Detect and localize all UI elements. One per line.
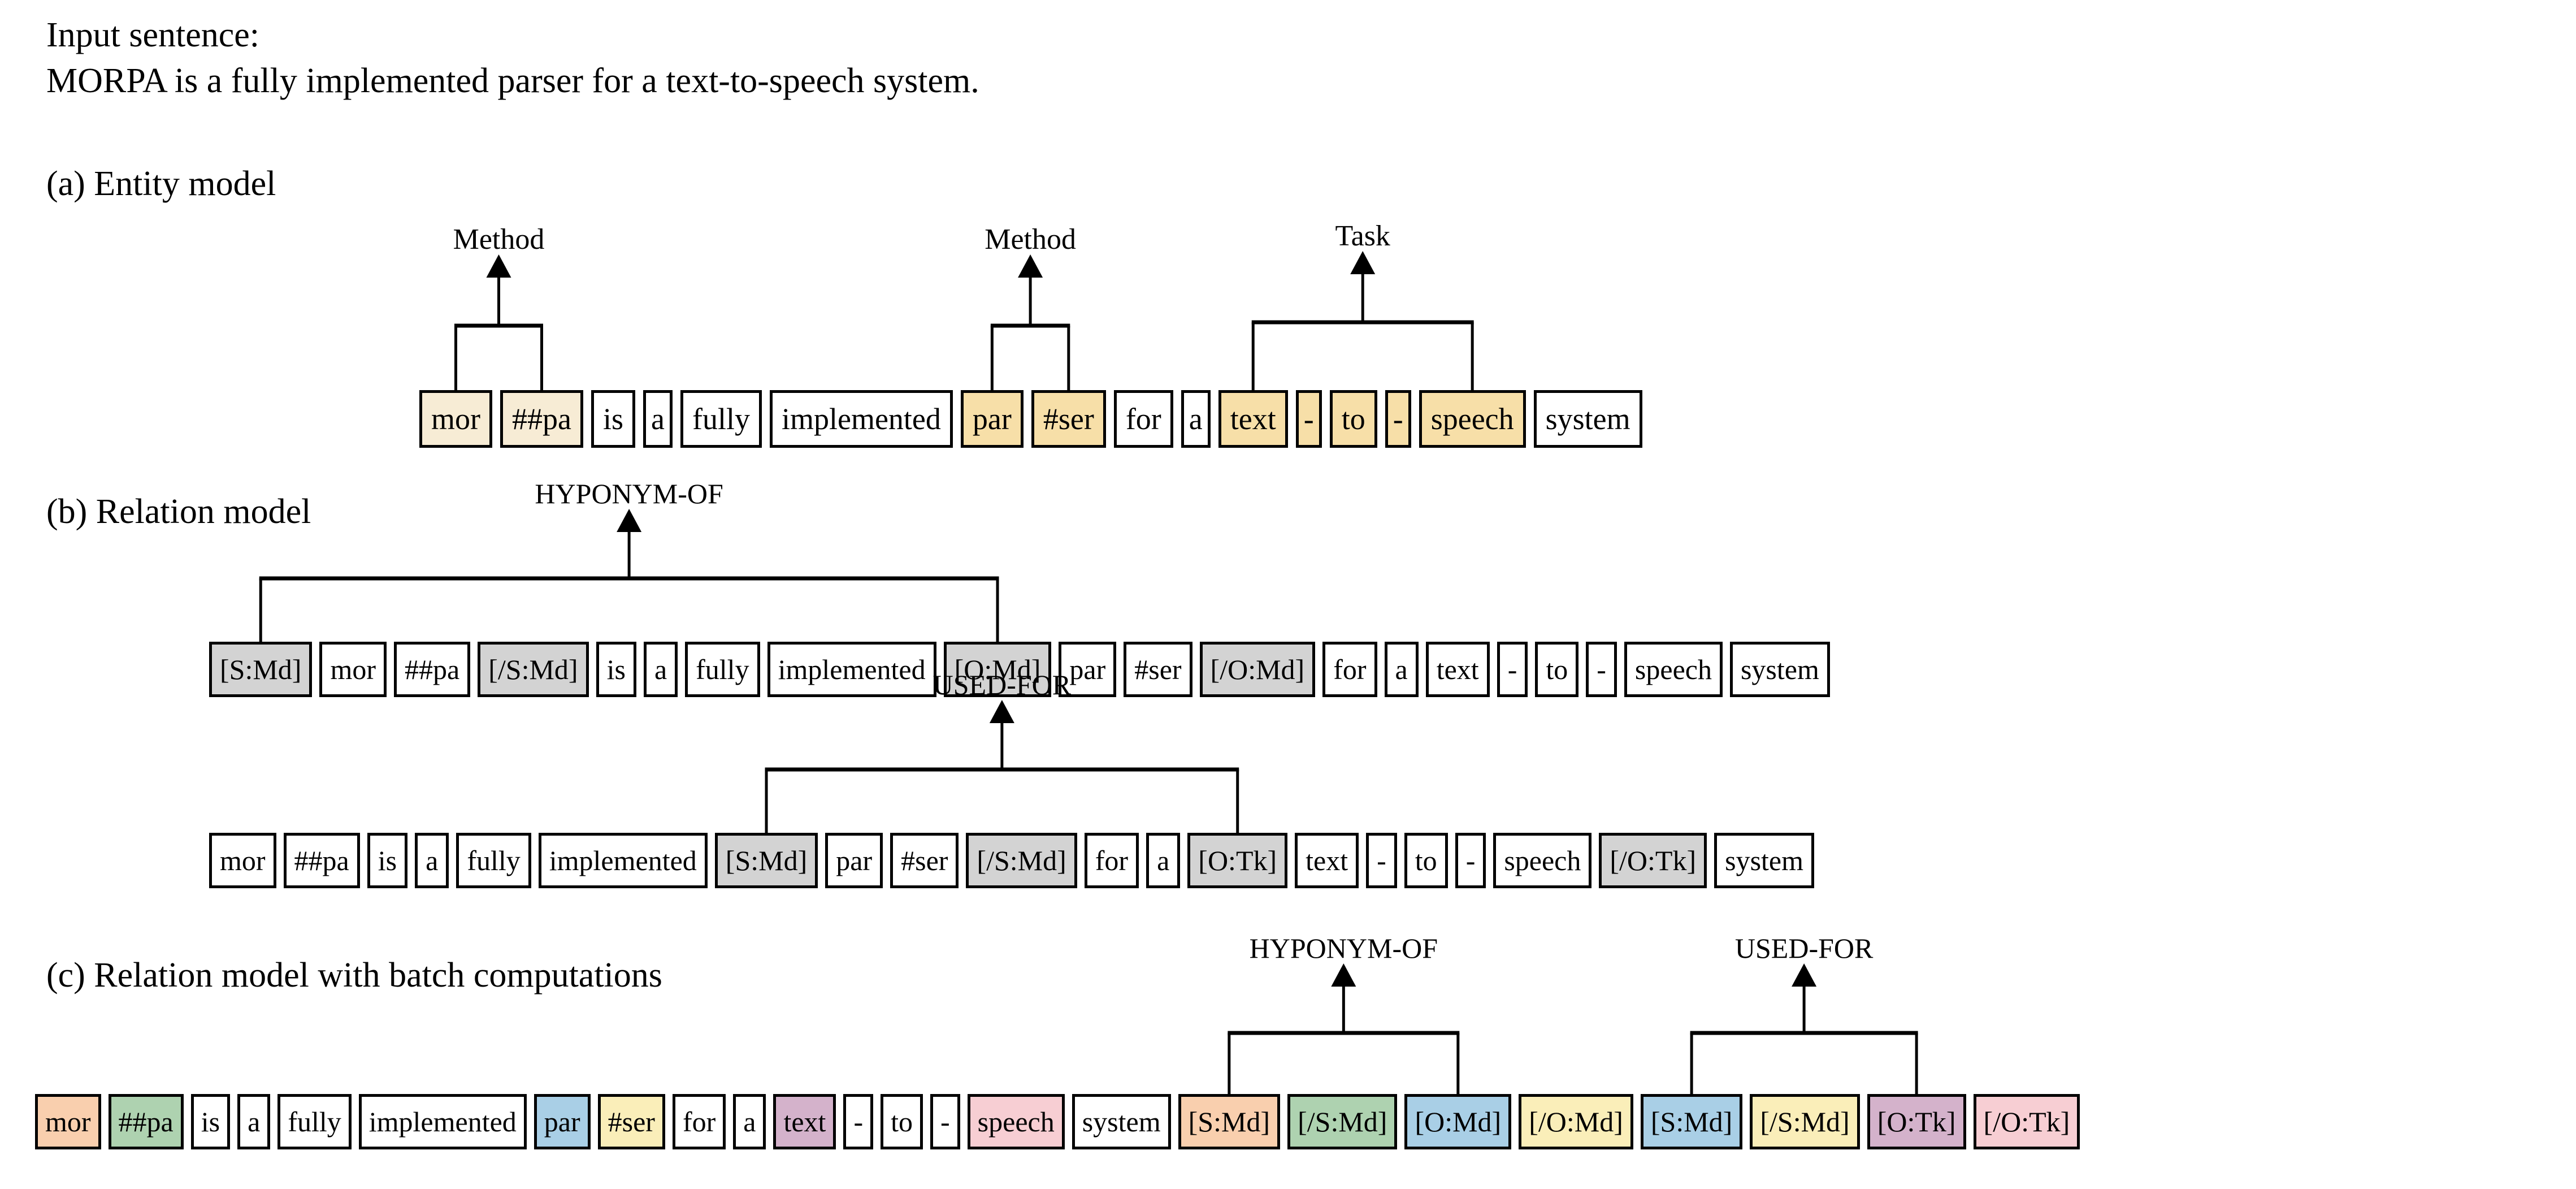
entity-model-token: a xyxy=(1181,390,1211,448)
relation-usedfor-token: a xyxy=(415,833,449,888)
relation-usedfor-token: system xyxy=(1714,833,1815,888)
batch-model-token: system xyxy=(1072,1094,1171,1149)
relation-hyponym-token: mor xyxy=(319,642,387,697)
entity-model-token: implemented xyxy=(769,390,953,448)
entity-model-token: mor xyxy=(419,390,492,448)
entity-model-token: text xyxy=(1218,390,1288,448)
relation-hyponym-token: - xyxy=(1497,642,1528,697)
batch-model-token: [O:Tk] xyxy=(1867,1094,1966,1149)
batch-model-token: is xyxy=(190,1094,231,1149)
relation-usedfor-token: fully xyxy=(456,833,531,888)
relation-hyponym-token: system xyxy=(1729,642,1830,697)
relation-usedfor-token: par xyxy=(825,833,883,888)
relation-hyponym-token: is xyxy=(596,642,636,697)
relation-usedfor-token: [/O:Tk] xyxy=(1599,833,1707,888)
relation-label: HYPONYM-OF xyxy=(1250,932,1438,964)
entity-model-token: - xyxy=(1385,390,1411,448)
entity-model-token: ##pa xyxy=(500,390,583,448)
relation-hyponym-token: a xyxy=(1384,642,1419,697)
input-sentence-block: Input sentence: MORPA is a fully impleme… xyxy=(46,12,979,103)
batch-model-token: fully xyxy=(277,1094,352,1149)
batch-model-token: ##pa xyxy=(108,1094,184,1149)
batch-model-token: for xyxy=(672,1094,726,1149)
batch-model-token: [/O:Md] xyxy=(1519,1094,1633,1149)
relation-usedfor-token: to xyxy=(1404,833,1448,888)
relation-hyponym-token: - xyxy=(1586,642,1617,697)
relation-usedfor-token: - xyxy=(1455,833,1486,888)
batch-model-token: a xyxy=(237,1094,271,1149)
entity-model-token: fully xyxy=(680,390,762,448)
relation-usedfor-token: text xyxy=(1295,833,1359,888)
relation-usedfor-token: is xyxy=(367,833,408,888)
batch-model-token: [O:Md] xyxy=(1404,1094,1512,1149)
relation-hyponym-token: [S:Md] xyxy=(209,642,313,697)
relation-usedfor-token: - xyxy=(1366,833,1397,888)
batch-model-token: #ser xyxy=(597,1094,665,1149)
relation-label: Task xyxy=(1335,220,1390,252)
entity-model-token: system xyxy=(1533,390,1642,448)
entity-model-token: #ser xyxy=(1031,390,1106,448)
relation-hyponym-token: text xyxy=(1425,642,1490,697)
relation-hyponym-token: [/O:Md] xyxy=(1199,642,1316,697)
section-caption-b: (b) Relation model xyxy=(46,492,311,531)
entity-model-token: par xyxy=(960,390,1024,448)
input-heading: Input sentence: xyxy=(46,16,260,54)
entity-model-token: speech xyxy=(1419,390,1526,448)
relation-usedfor-token: [/S:Md] xyxy=(966,833,1077,888)
relation-usedfor-token: #ser xyxy=(890,833,959,888)
relation-usedfor-token: implemented xyxy=(538,833,708,888)
batch-model-token: [S:Md] xyxy=(1178,1094,1281,1149)
entity-model-token: a xyxy=(643,390,673,448)
relation-hyponym-token: speech xyxy=(1624,642,1723,697)
relation-hyponym-token: par xyxy=(1059,642,1117,697)
section-caption-c: (c) Relation model with batch computatio… xyxy=(46,956,662,995)
relation-hyponym-token: #ser xyxy=(1124,642,1192,697)
relation-label: HYPONYM-OF xyxy=(535,478,723,509)
relation-usedfor-token: for xyxy=(1084,833,1139,888)
batch-model-token: [/S:Md] xyxy=(1287,1094,1398,1149)
relation-hyponym-token: [/S:Md] xyxy=(478,642,589,697)
relation-usedfor-token: ##pa xyxy=(283,833,360,888)
relation-hyponym-token: a xyxy=(643,642,678,697)
batch-model-token: - xyxy=(930,1094,960,1149)
batch-model-token: - xyxy=(843,1094,874,1149)
section-caption-a: (a) Entity model xyxy=(46,165,276,203)
entity-model-token: - xyxy=(1295,390,1322,448)
relation-usedfor-token: speech xyxy=(1493,833,1592,888)
entity-model-token: is xyxy=(591,390,635,448)
relation-hyponym-token: fully xyxy=(685,642,760,697)
relation-label: Method xyxy=(985,223,1076,256)
relation-usedfor-token: a xyxy=(1146,833,1181,888)
entity-model-token: for xyxy=(1113,390,1173,448)
batch-model-token: [/O:Tk] xyxy=(1973,1094,2080,1149)
input-sentence: MORPA is a fully implemented parser for … xyxy=(46,61,979,100)
batch-model-token: mor xyxy=(35,1094,101,1149)
batch-model-token: to xyxy=(881,1094,923,1149)
batch-model-token: a xyxy=(733,1094,766,1149)
batch-model-token: par xyxy=(534,1094,591,1149)
relation-hyponym-token: to xyxy=(1535,642,1579,697)
relation-usedfor-token: [S:Md] xyxy=(714,833,818,888)
batch-model-token: speech xyxy=(967,1094,1065,1149)
relation-hyponym-token: for xyxy=(1322,642,1377,697)
batch-model-token: [/S:Md] xyxy=(1750,1094,1860,1149)
relation-label: USED-FOR xyxy=(1735,932,1874,964)
batch-model-token: implemented xyxy=(358,1094,527,1149)
relation-hyponym-token: [O:Md] xyxy=(943,642,1052,697)
relation-hyponym-token: ##pa xyxy=(394,642,471,697)
relation-usedfor-token: mor xyxy=(209,833,276,888)
relation-label: Method xyxy=(453,223,545,256)
batch-model-token: [S:Md] xyxy=(1640,1094,1743,1149)
relation-usedfor-token: [O:Tk] xyxy=(1187,833,1288,888)
batch-model-token: text xyxy=(773,1094,836,1149)
relation-hyponym-token: implemented xyxy=(767,642,936,697)
entity-model-token: to xyxy=(1329,390,1377,448)
